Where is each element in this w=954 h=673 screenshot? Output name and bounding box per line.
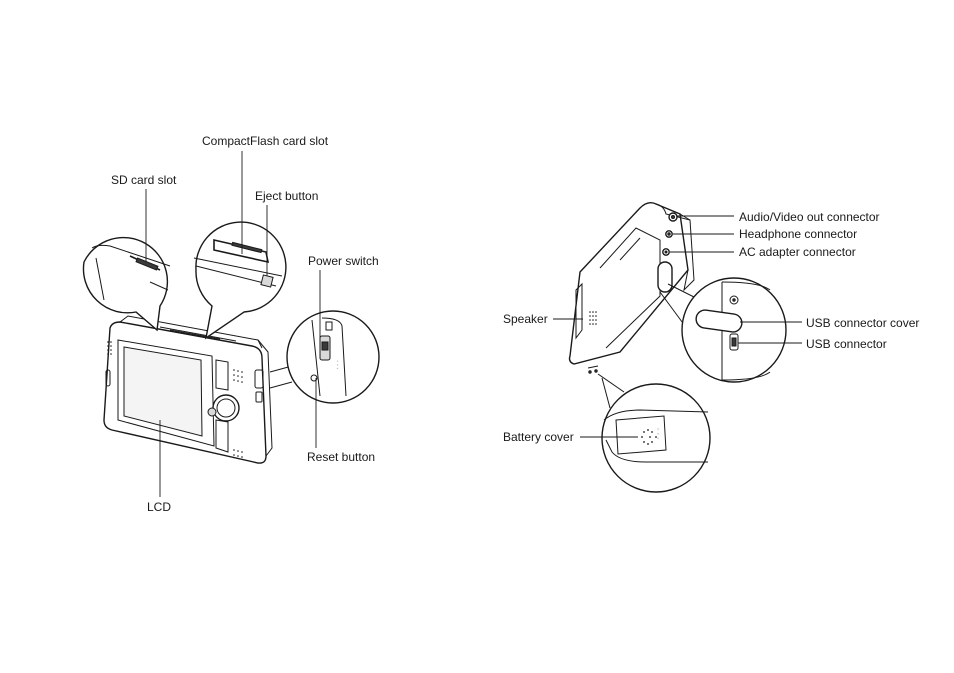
right-leader-lines bbox=[553, 215, 802, 438]
label-eject-button: Eject button bbox=[255, 189, 319, 203]
usb-cover-icon bbox=[695, 309, 743, 333]
label-battery-cover: Battery cover bbox=[503, 430, 574, 444]
cf-slot-zoom bbox=[193, 221, 287, 340]
label-ac-adapter: AC adapter connector bbox=[739, 245, 856, 259]
sd-slot-zoom bbox=[82, 236, 171, 332]
lcd-screen bbox=[123, 346, 203, 437]
label-sd-slot: SD card slot bbox=[111, 173, 177, 187]
usb-port-icon bbox=[729, 333, 739, 351]
label-speaker: Speaker bbox=[503, 312, 548, 326]
label-power-switch: Power switch bbox=[308, 254, 379, 268]
usb-zoom bbox=[659, 277, 787, 383]
label-usb-connector: USB connector bbox=[806, 337, 887, 351]
svg-text:◦ ◦ ◦: ◦ ◦ ◦ bbox=[656, 428, 662, 440]
speaker-grille-icon bbox=[589, 311, 597, 325]
svg-text:◦ ◦ ◦: ◦ ◦ ◦ bbox=[335, 360, 340, 370]
label-usb-cover: USB connector cover bbox=[806, 316, 920, 330]
label-compactflash-slot: CompactFlash card slot bbox=[202, 134, 329, 148]
front-view-device bbox=[103, 315, 273, 464]
power-switch-zoom: ◦ ◦ ◦ bbox=[269, 310, 380, 404]
left-leader-lines bbox=[145, 151, 321, 497]
battery-cover-zoom: ◦ ◦ ◦ bbox=[597, 373, 711, 493]
label-reset-button: Reset button bbox=[307, 450, 376, 464]
label-lcd: LCD bbox=[147, 500, 172, 514]
label-av-out: Audio/Video out connector bbox=[739, 210, 880, 224]
label-headphone: Headphone connector bbox=[739, 227, 858, 241]
